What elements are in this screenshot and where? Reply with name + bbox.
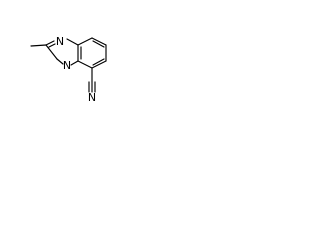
atom-labels: N N N bbox=[56, 35, 96, 104]
bond-c2-c3 bbox=[45, 44, 58, 60]
bond-lines bbox=[30, 37, 107, 93]
bond-c8a-c8 bbox=[77, 37, 93, 46]
bond-n4-c4a bbox=[70, 60, 79, 66]
bond-c6-c5-inner bbox=[92, 58, 105, 66]
bond-c8-c7-inner bbox=[92, 40, 105, 48]
chemical-structure-diagram: N N N bbox=[30, 35, 107, 104]
atom-label-n1: N bbox=[56, 35, 64, 48]
bond-c2-n1-inner bbox=[48, 43, 56, 48]
bond-c3-n4 bbox=[56, 58, 64, 65]
bond-c2-n1 bbox=[45, 40, 55, 46]
bond-c6-c5 bbox=[91, 60, 107, 69]
bond-c8-c7 bbox=[91, 37, 107, 46]
bond-c2-methyl bbox=[30, 44, 47, 47]
atom-label-n4: N bbox=[63, 59, 71, 72]
bond-n1-c8a bbox=[66, 38, 79, 46]
bond-c5-c4a bbox=[77, 60, 93, 69]
atom-label-nitrile-n: N bbox=[88, 91, 96, 104]
